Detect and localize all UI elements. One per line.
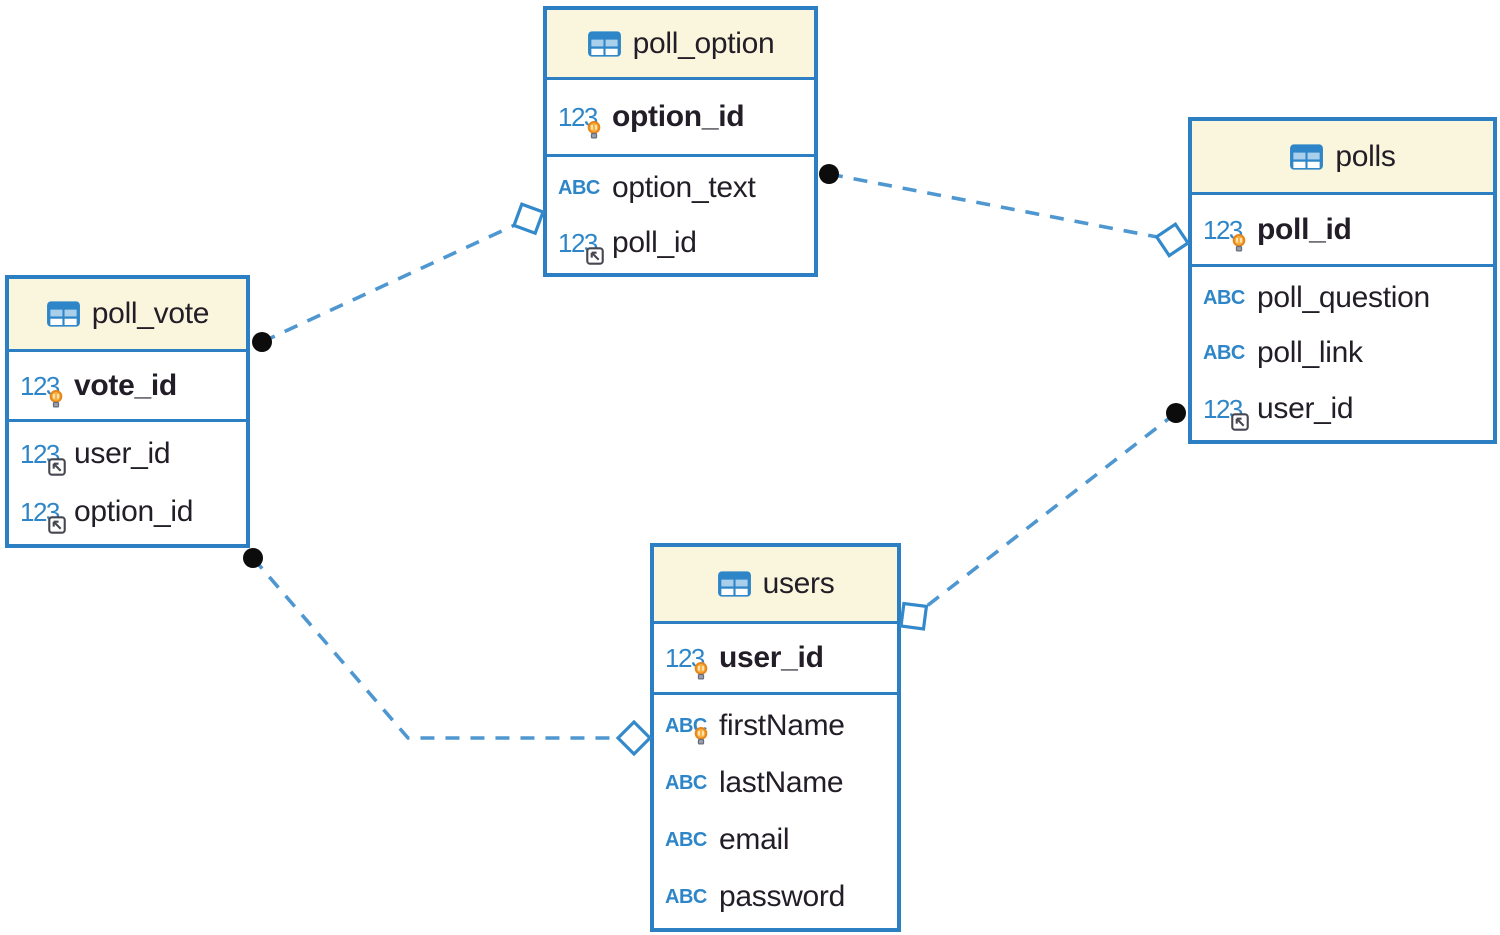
primary-key-icon xyxy=(693,661,709,681)
primary-key-icon xyxy=(586,120,602,140)
column-row: ABC option_text xyxy=(547,171,814,205)
many-end-dot xyxy=(1166,403,1186,423)
column-name: option_text xyxy=(612,170,756,204)
relationship-polls-users[interactable] xyxy=(899,403,1186,631)
many-end-dot xyxy=(243,548,263,568)
column-name: poll_id xyxy=(1257,212,1352,246)
column-name: option_id xyxy=(612,100,745,133)
column-row: ABC firstName xyxy=(654,709,897,745)
column-row: ABC password xyxy=(654,880,897,914)
table-header: users xyxy=(654,547,897,624)
numeric-type-icon: 123 xyxy=(665,645,711,680)
primary-key-icon xyxy=(693,726,709,746)
column-row: ABC poll_link xyxy=(1192,336,1493,370)
table-header: poll_vote xyxy=(9,279,246,352)
one-end-diamond xyxy=(511,202,546,236)
text-type-icon: ABC xyxy=(1203,286,1245,309)
column-name: user_id xyxy=(1257,392,1354,426)
one-end-diamond xyxy=(615,719,653,757)
relationship-poll_vote-users[interactable] xyxy=(243,548,653,757)
column-name: poll_question xyxy=(1257,280,1430,314)
primary-key-icon xyxy=(1231,233,1247,253)
many-end-dot xyxy=(252,332,272,352)
table-name: users xyxy=(762,567,835,600)
column-name: email xyxy=(719,822,790,856)
primary-key-icon xyxy=(48,389,64,409)
column-row: ABC lastName xyxy=(654,766,897,800)
numeric-type-icon: 123 xyxy=(20,441,66,476)
numeric-type-icon: 123 xyxy=(1203,217,1249,252)
column-row: ABC email xyxy=(654,823,897,857)
column-row: ABC poll_question xyxy=(1192,281,1493,315)
column-name: poll_id xyxy=(612,225,697,259)
column-name: lastName xyxy=(719,766,844,800)
numeric-type-icon: 123 xyxy=(20,499,66,534)
table-icon xyxy=(587,30,622,58)
table-name: poll_vote xyxy=(91,297,210,330)
foreign-key-icon xyxy=(1231,413,1249,431)
one-end-diamond xyxy=(899,601,929,631)
foreign-key-icon xyxy=(586,246,604,265)
column-name: password xyxy=(719,879,845,913)
numeric-type-icon: 123 xyxy=(558,230,604,265)
column-name: user_id xyxy=(74,437,171,470)
text-type-icon: ABC xyxy=(665,772,707,795)
table-name: polls xyxy=(1335,139,1396,173)
text-type-icon: ABC xyxy=(558,176,600,199)
table-name: poll_option xyxy=(632,26,775,60)
one-end-diamond xyxy=(1154,221,1191,258)
text-type-icon: ABC xyxy=(1203,342,1245,365)
table-header: polls xyxy=(1192,121,1493,195)
numeric-type-icon: 123 xyxy=(1203,396,1249,431)
table-icon xyxy=(717,570,752,598)
many-end-dot xyxy=(819,164,839,184)
relationship-poll_vote-poll_option[interactable] xyxy=(252,202,546,352)
table-icon xyxy=(1289,143,1324,171)
column-name: vote_id xyxy=(74,368,177,402)
table-icon xyxy=(46,300,81,328)
text-type-icon: ABC xyxy=(665,828,707,851)
relationship-poll_option-polls[interactable] xyxy=(819,164,1191,258)
column-name: poll_link xyxy=(1257,336,1363,370)
text-type-icon: ABC xyxy=(665,716,711,745)
foreign-key-icon xyxy=(48,516,66,534)
numeric-type-icon: 123 xyxy=(20,373,66,408)
text-type-icon: ABC xyxy=(665,885,707,908)
numeric-type-icon: 123 xyxy=(558,104,604,139)
column-name: firstName xyxy=(719,709,845,743)
table-header: poll_option xyxy=(547,10,814,80)
column-name: option_id xyxy=(74,495,194,528)
column-name: user_id xyxy=(719,641,824,674)
foreign-key-icon xyxy=(48,458,66,476)
